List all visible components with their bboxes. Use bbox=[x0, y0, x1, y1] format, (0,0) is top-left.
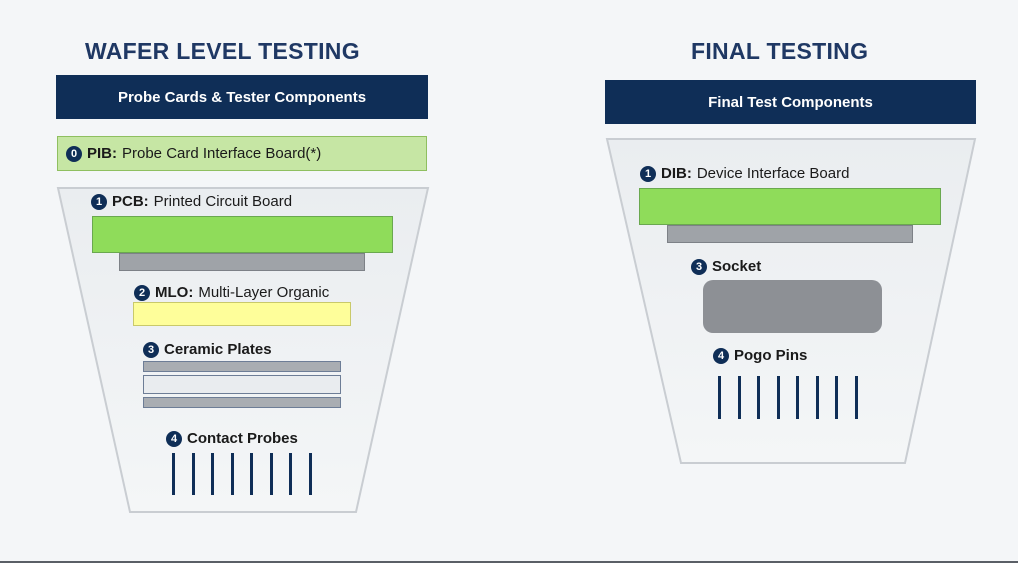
ceramic-label: 3 Ceramic Plates bbox=[143, 341, 277, 358]
dib-bar bbox=[639, 188, 941, 225]
footer-strip bbox=[0, 563, 1018, 573]
contact-probe bbox=[289, 453, 292, 495]
pogo-pins-text: Pogo Pins bbox=[734, 347, 808, 364]
pcb-desc: Printed Circuit Board bbox=[153, 193, 293, 210]
ceramic-plate-top bbox=[143, 361, 341, 372]
final-step-1-badge: 1 bbox=[640, 165, 656, 182]
pogo-pin bbox=[776, 376, 780, 419]
pogo-pin bbox=[718, 376, 721, 419]
pogo-pin bbox=[815, 376, 819, 419]
pib-abbr: PIB: bbox=[87, 145, 117, 162]
step-2-badge: 2 bbox=[134, 284, 150, 301]
probe-cards-header: Probe Cards & Tester Components bbox=[56, 75, 428, 119]
ceramic-plate-middle bbox=[143, 375, 341, 394]
contact-probes-label: 4 Contact Probes bbox=[166, 430, 303, 447]
footer-divider bbox=[0, 561, 1018, 563]
final-test-header: Final Test Components bbox=[605, 80, 976, 124]
dib-label: 1 DIB: Device Interface Board bbox=[640, 165, 849, 182]
mlo-abbr: MLO: bbox=[155, 284, 194, 301]
pcb-base-bar bbox=[119, 253, 365, 271]
step-0-badge: 0 bbox=[66, 145, 82, 162]
pcb-bar bbox=[92, 216, 393, 253]
final-testing-title: FINAL TESTING bbox=[691, 38, 869, 64]
mlo-bar bbox=[133, 302, 351, 326]
pib-desc: Probe Card Interface Board(*) bbox=[122, 145, 322, 162]
dib-desc: Device Interface Board bbox=[696, 165, 850, 182]
contact-probe bbox=[250, 453, 253, 495]
final-step-3-badge: 3 bbox=[691, 258, 707, 275]
contact-probe bbox=[308, 453, 312, 495]
pogo-pin bbox=[796, 376, 799, 419]
mlo-desc: Multi-Layer Organic bbox=[198, 284, 330, 301]
contact-probe bbox=[191, 453, 195, 495]
pcb-label: 1 PCB: Printed Circuit Board bbox=[91, 193, 292, 210]
mlo-label: 2 MLO: Multi-Layer Organic bbox=[134, 284, 329, 301]
pogo-pin bbox=[854, 376, 858, 419]
pib-label: 0 PIB: Probe Card Interface Board(*) bbox=[66, 145, 321, 162]
socket-block bbox=[703, 280, 882, 333]
pogo-pin bbox=[757, 376, 760, 419]
step-3-badge: 3 bbox=[143, 341, 159, 358]
contact-probe bbox=[172, 453, 175, 495]
socket-label: 3 Socket bbox=[691, 258, 766, 275]
final-step-4-badge: 4 bbox=[713, 347, 729, 364]
pogo-pin bbox=[835, 376, 838, 419]
ceramic-plate-bottom bbox=[143, 397, 341, 408]
pcb-abbr: PCB: bbox=[112, 193, 149, 210]
contact-probe bbox=[269, 453, 273, 495]
ceramic-text: Ceramic Plates bbox=[164, 341, 272, 358]
pogo-pins-label: 4 Pogo Pins bbox=[713, 347, 812, 364]
step-4-badge: 4 bbox=[166, 430, 182, 447]
socket-text: Socket bbox=[712, 258, 762, 275]
contact-probe bbox=[211, 453, 214, 495]
contact-probes-text: Contact Probes bbox=[187, 430, 298, 447]
contact-probe bbox=[230, 453, 234, 495]
wafer-level-title: WAFER LEVEL TESTING bbox=[85, 38, 360, 64]
step-1-badge: 1 bbox=[91, 193, 107, 210]
pib-box bbox=[57, 136, 427, 171]
dib-base-bar bbox=[667, 225, 913, 243]
pogo-pin bbox=[737, 376, 741, 419]
dib-abbr: DIB: bbox=[661, 165, 692, 182]
